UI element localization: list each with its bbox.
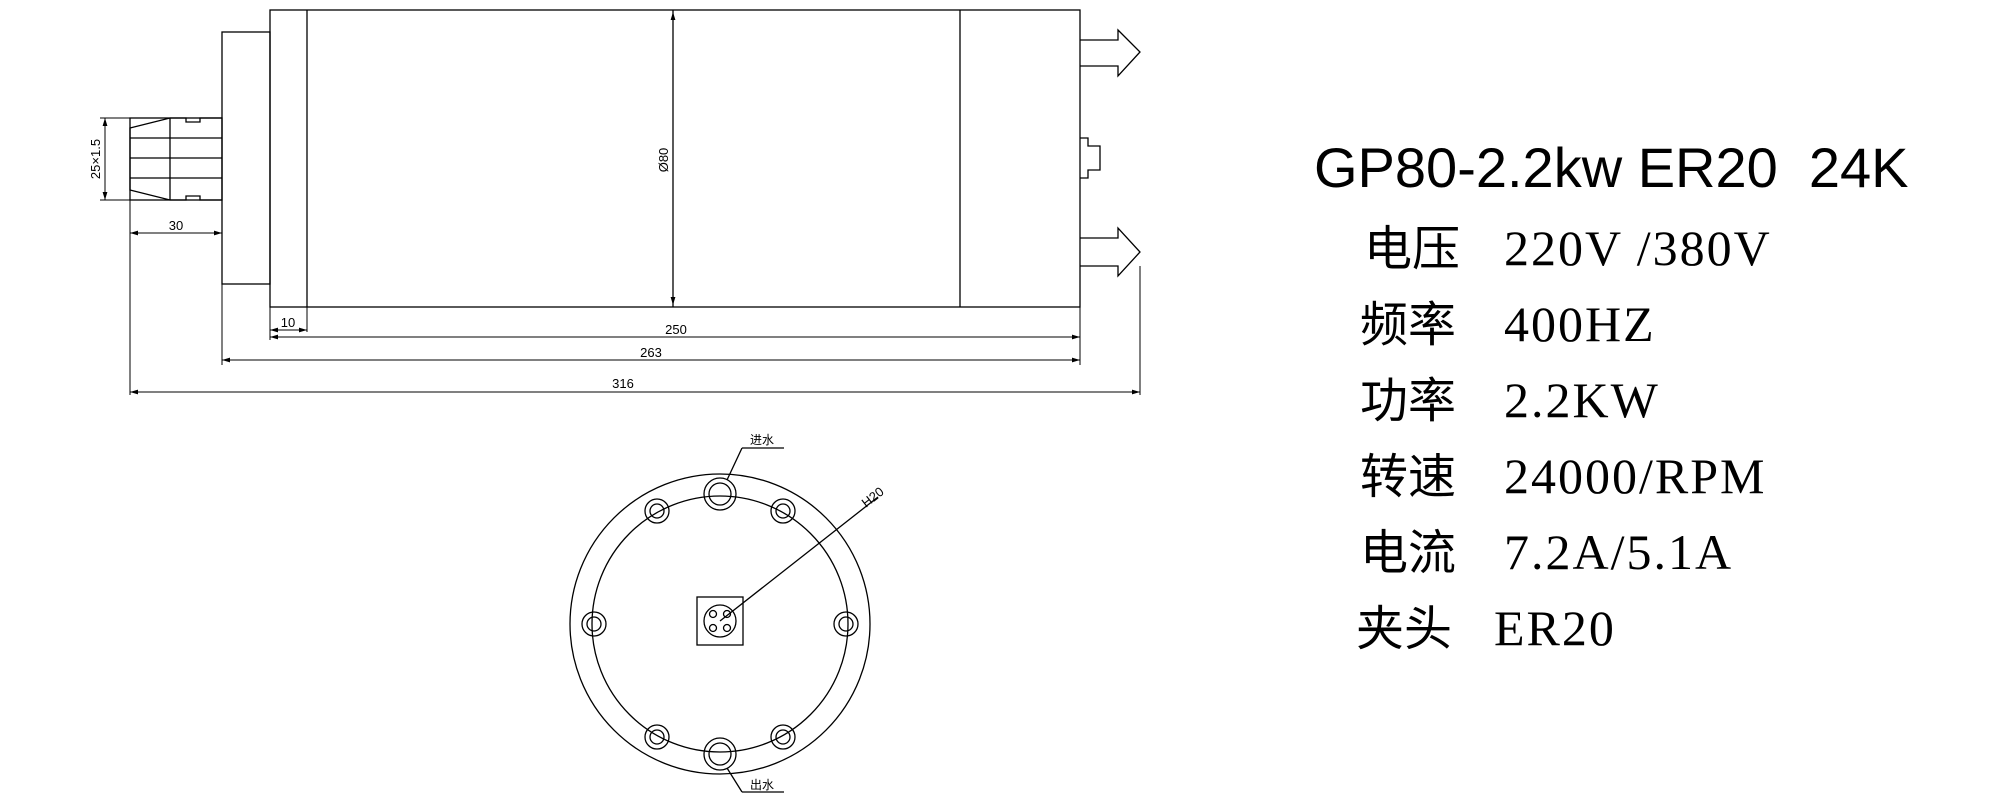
spec-row-collet: 夹头 ER20 xyxy=(1356,590,1990,666)
spec-key: 电压 xyxy=(1364,221,1461,277)
spec-value: 220V /380V xyxy=(1504,220,1772,276)
leader-water-out xyxy=(726,767,743,793)
dim-263-text: 263 xyxy=(640,345,662,360)
end-outer-circle xyxy=(569,473,871,775)
bolt-holes xyxy=(581,498,859,750)
spec-row-speed: 转速 24000/RPM xyxy=(1360,438,1990,514)
dim-30-text: 30 xyxy=(169,218,183,233)
spec-value: 7.2A/5.1A xyxy=(1504,524,1734,580)
spec-row-power: 功率 2.2KW xyxy=(1360,362,1990,438)
power-connector xyxy=(696,596,744,646)
dim-10-text: 10 xyxy=(281,315,295,330)
leader-water-in xyxy=(726,447,743,481)
spec-key: 功率 xyxy=(1360,373,1457,429)
collet xyxy=(129,117,222,201)
spec-value: 24000/RPM xyxy=(1504,448,1767,504)
end-view xyxy=(569,447,879,793)
water-out-port xyxy=(703,737,737,771)
spec-row-voltage: 电压 220V /380V xyxy=(1364,210,1990,286)
model-title: GP80-2.2kw ER20 24K xyxy=(1314,136,1909,199)
connector-label: H20 xyxy=(859,484,887,511)
dim-diameter-text: Ø80 xyxy=(656,148,671,173)
dim-250-text: 250 xyxy=(665,322,687,337)
spec-value: 400HZ xyxy=(1504,296,1656,352)
spec-key: 频率 xyxy=(1360,297,1457,353)
water-in-port xyxy=(703,477,737,511)
spec-row-current: 电流 7.2A/5.1A xyxy=(1360,514,1990,590)
spec-key: 转速 xyxy=(1360,449,1457,505)
rear-connector xyxy=(1080,137,1101,179)
water-out-label: 出水 xyxy=(750,778,774,792)
spec-value: ER20 xyxy=(1494,600,1616,656)
collet-tip xyxy=(129,117,223,201)
end-inner-circle xyxy=(591,495,849,753)
water-in-label: 进水 xyxy=(750,433,774,447)
dim-316-text: 316 xyxy=(612,376,634,391)
side-view xyxy=(129,9,1141,308)
dimensions xyxy=(100,12,1141,395)
spec-key: 电流 xyxy=(1360,525,1457,581)
water-fitting-top xyxy=(1080,28,1141,78)
water-fitting-bottom xyxy=(1080,226,1141,278)
spec-key: 夹头 xyxy=(1356,601,1453,657)
spec-row-frequency: 频率 400HZ xyxy=(1360,286,1990,362)
spec-value: 2.2KW xyxy=(1504,372,1660,428)
leader-connector xyxy=(719,496,879,622)
dim-thread-text: 25×1.5 xyxy=(88,139,103,179)
front-nut xyxy=(221,31,271,285)
spindle-body xyxy=(269,9,1081,308)
